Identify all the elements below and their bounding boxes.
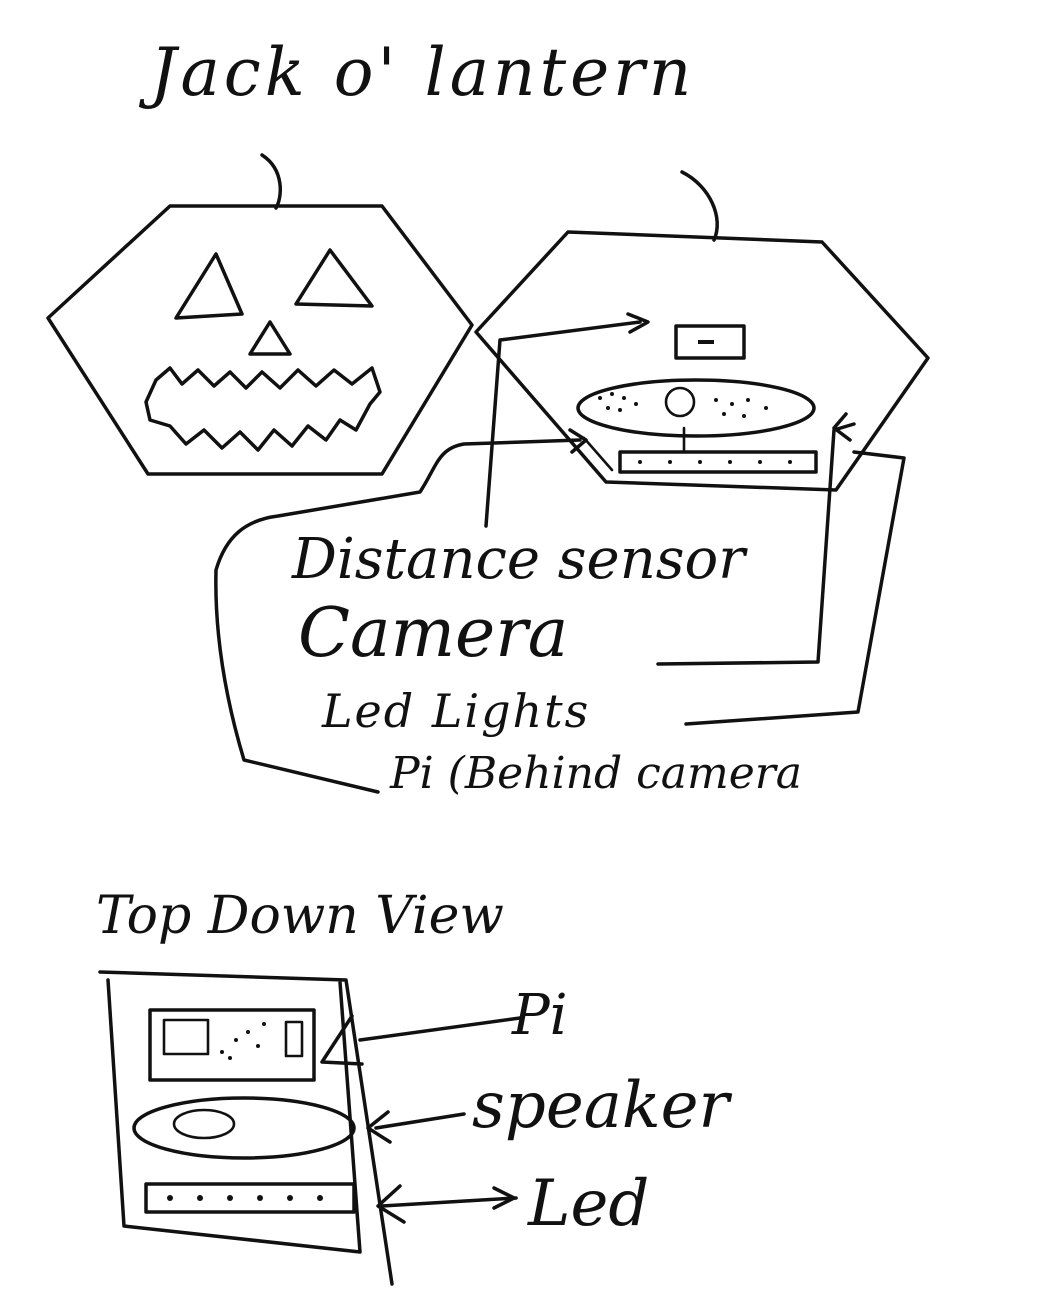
arrow-tail-led-top [492, 1186, 516, 1210]
arrow-head-camera [832, 412, 852, 442]
pumpkin-stem [680, 170, 719, 242]
left-eye [174, 252, 244, 320]
pi-leader-top [358, 1016, 522, 1042]
distance-sensor-leader [484, 320, 642, 528]
arrow-head-pi-top [320, 1014, 364, 1066]
base-edge [582, 436, 614, 472]
pi-leader [214, 438, 582, 794]
arrow-head-led-top [376, 1184, 406, 1224]
pi-port-right [284, 1020, 304, 1058]
led-strip-top [144, 1182, 356, 1214]
mouth [144, 366, 382, 452]
speaker-leader-top [374, 1112, 466, 1130]
top-down-view [98, 970, 522, 1286]
camera-label: Camera [298, 594, 569, 673]
top-led-label: Led [528, 1167, 650, 1241]
arrow-head-speaker-top [366, 1110, 392, 1144]
pi-chips [220, 1022, 266, 1060]
arrow-head-pi [568, 428, 588, 454]
led-leader-top [380, 1196, 518, 1208]
speaker-holes [598, 392, 768, 418]
arrow-head-distance [626, 312, 650, 334]
pumpkin-face [46, 153, 474, 476]
top-down-view-title: Top Down View [96, 886, 504, 946]
distance-sensor-label: Distance sensor [292, 527, 745, 592]
pumpkin-outline [46, 204, 474, 476]
housing-outline [98, 970, 394, 1286]
speaker-cone-top [172, 1108, 236, 1140]
led-leader [684, 450, 906, 726]
pi-port-left [162, 1018, 210, 1056]
nose [248, 320, 292, 356]
diagram-title: Jack o' lantern [150, 34, 696, 111]
speaker-top [132, 1096, 356, 1160]
camera-box [674, 324, 746, 360]
pi-label: Pi (Behind camera [390, 748, 803, 799]
speaker-cone [664, 386, 696, 418]
right-eye [294, 248, 374, 308]
pumpkin-outline [474, 230, 930, 492]
camera-leader [656, 422, 856, 666]
led-strip [618, 450, 818, 474]
led-dots [638, 460, 792, 464]
led-dots-top [167, 1195, 323, 1201]
top-speaker-label: speaker [472, 1069, 730, 1143]
pumpkin-internals [474, 170, 930, 492]
callout-lines [214, 312, 906, 794]
camera-lens [698, 340, 714, 344]
led-lights-label: Led Lights [322, 684, 591, 738]
pi-board [148, 1008, 316, 1082]
speaker-oval [576, 378, 816, 438]
pumpkin-stem [260, 153, 282, 210]
top-pi-label: Pi [512, 983, 568, 1048]
